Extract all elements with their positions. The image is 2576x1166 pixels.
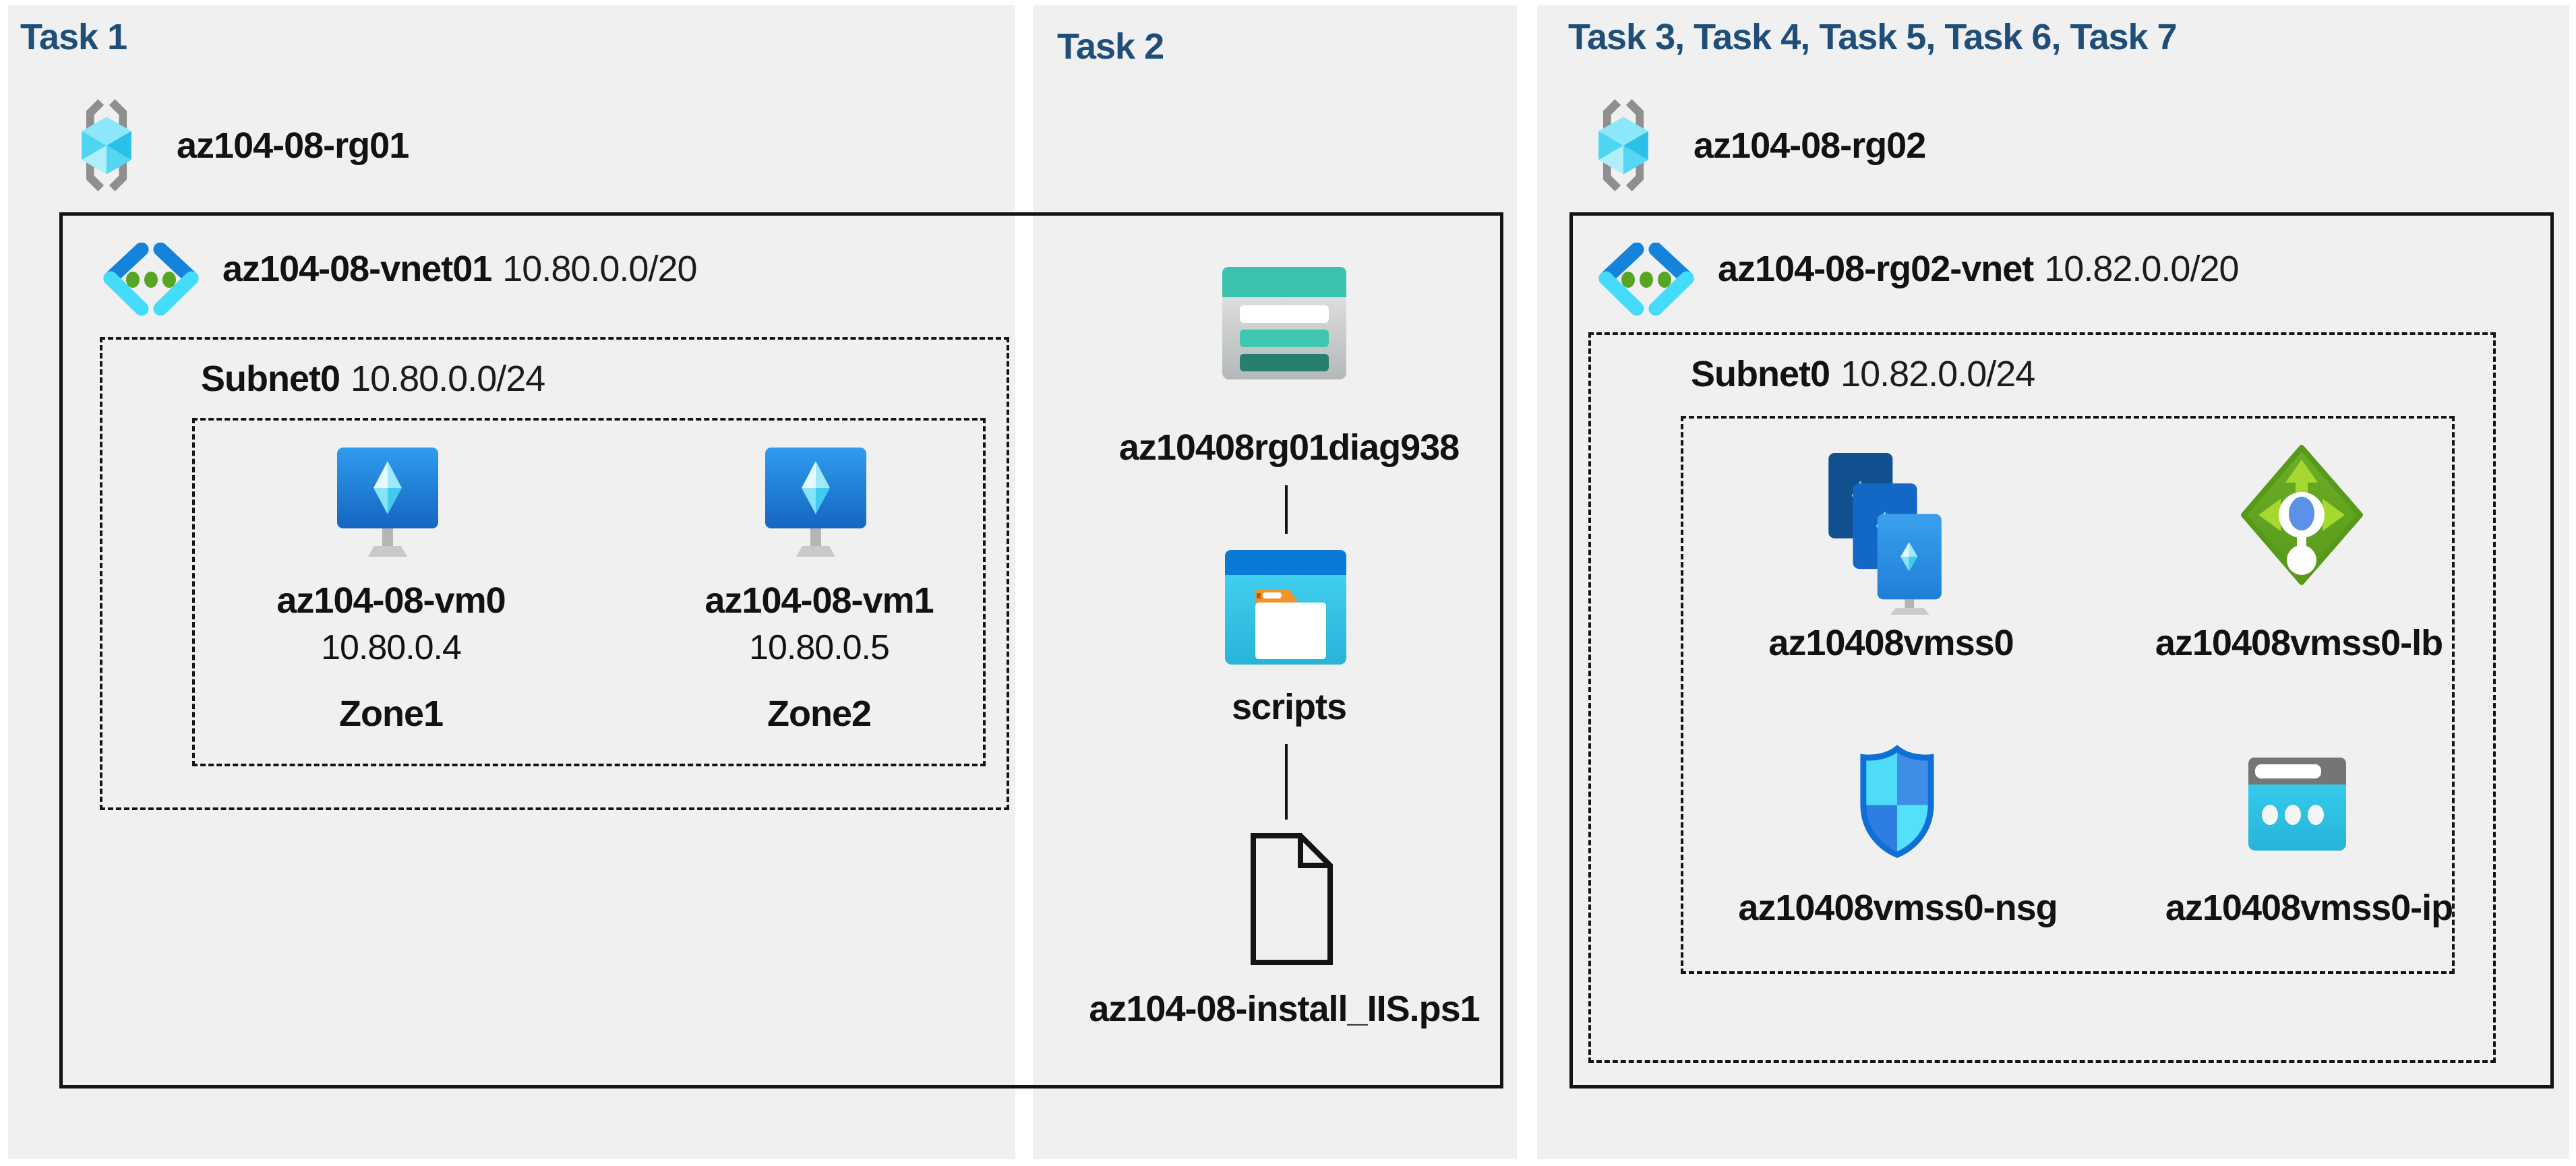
storage-account-label: az10408rg01diag938 bbox=[1118, 427, 1460, 468]
panel-task3-7 bbox=[1537, 5, 2569, 1159]
subnet0-rg01-label: Subnet0 10.80.0.0/24 bbox=[201, 359, 545, 398]
load-balancer-icon bbox=[2241, 445, 2363, 585]
rg01-boundary-box bbox=[59, 212, 1503, 1088]
vm0-name: az104-08-vm0 bbox=[276, 580, 506, 621]
virtual-network-icon bbox=[1598, 243, 1694, 316]
vm0-zone: Zone1 bbox=[338, 694, 444, 734]
task2-heading: Task 2 bbox=[1057, 26, 1164, 67]
vm0-ip: 10.80.0.4 bbox=[321, 628, 462, 667]
nsg-shield-icon bbox=[1860, 745, 1934, 858]
public-ip-icon bbox=[2248, 758, 2346, 851]
lb-label: az10408vmss0-lb bbox=[2155, 623, 2443, 663]
folder-label: scripts bbox=[1231, 687, 1347, 727]
vm1-zone: Zone2 bbox=[767, 694, 872, 734]
subnet0-rg02-name: Subnet0 bbox=[1691, 354, 1830, 394]
virtual-network-icon bbox=[103, 243, 199, 316]
subnet0-rg02-box bbox=[1588, 332, 2496, 1063]
subnet0-rg01-box bbox=[100, 337, 1009, 810]
task3-7-heading: Task 3, Task 4, Task 5, Task 6, Task 7 bbox=[1568, 17, 2178, 57]
vnet02-name: az104-08-rg02-vnet bbox=[1718, 249, 2034, 289]
vnet01-cidr: 10.80.0.0/20 bbox=[502, 249, 697, 289]
subnet0-rg02-cidr: 10.82.0.0/24 bbox=[1840, 354, 2035, 394]
vm-zone-group-box bbox=[192, 418, 986, 766]
virtual-machine-icon bbox=[337, 448, 438, 557]
rg01-label: az104-08-rg01 bbox=[177, 125, 409, 166]
vnet02-cidr: 10.82.0.0/20 bbox=[2044, 249, 2239, 289]
subnet0-rg01-cidr: 10.80.0.0/24 bbox=[351, 359, 545, 399]
vm1-name: az104-08-vm1 bbox=[705, 580, 934, 621]
file-label: az104-08-install_IIS.ps1 bbox=[1089, 989, 1480, 1029]
virtual-machine-icon bbox=[765, 448, 866, 557]
panel-task1 bbox=[8, 5, 1015, 1159]
task1-heading: Task 1 bbox=[20, 17, 127, 57]
subnet0-rg01-name: Subnet0 bbox=[201, 359, 340, 399]
resource-group-icon bbox=[1598, 99, 1648, 191]
connector-storage-to-folder bbox=[1285, 485, 1288, 534]
connector-folder-to-file bbox=[1285, 744, 1288, 820]
vnet01-name: az104-08-vnet01 bbox=[222, 249, 492, 289]
storage-account-icon bbox=[1222, 267, 1346, 379]
nsg-label: az10408vmss0-nsg bbox=[1738, 888, 2058, 928]
vm1-ip: 10.80.0.5 bbox=[749, 628, 890, 667]
public-ip-label: az10408vmss0-ip bbox=[2165, 888, 2453, 928]
vmss-resource-group-box bbox=[1681, 416, 2455, 974]
rg02-label: az104-08-rg02 bbox=[1694, 125, 1926, 166]
vmss-label: az10408vmss0 bbox=[1768, 623, 2014, 663]
file-icon bbox=[1251, 833, 1333, 965]
resource-group-icon bbox=[82, 99, 131, 191]
vm-scale-set-icon bbox=[1828, 453, 1942, 615]
folder-icon bbox=[1225, 550, 1346, 665]
rg02-boundary-box bbox=[1569, 212, 2554, 1088]
